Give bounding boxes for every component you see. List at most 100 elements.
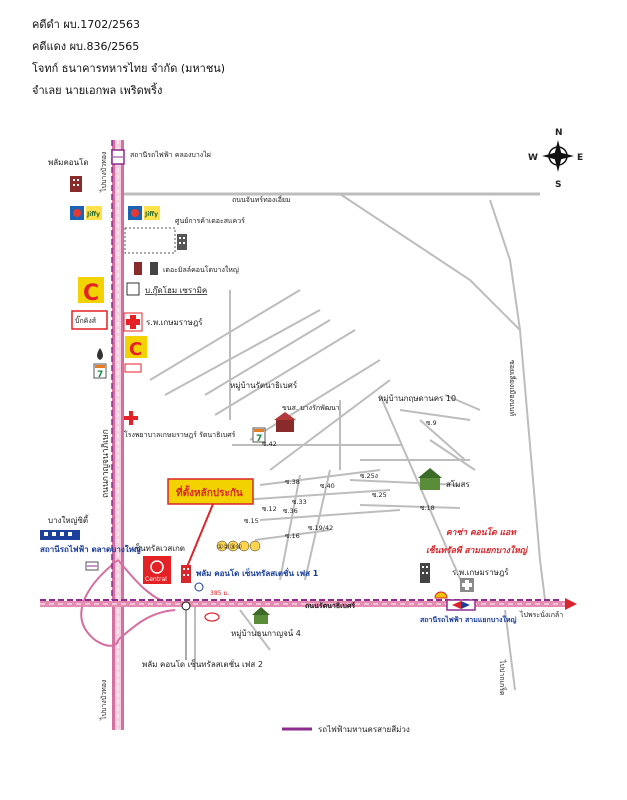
bangrak-school-icon	[274, 412, 296, 432]
central-logo-icon: Central	[143, 556, 171, 584]
bank-drop-icon	[97, 348, 103, 360]
bang-yai-city-label: บางใหญ่ซิตี้	[48, 514, 89, 525]
plum-condo-phase2-label: พลัม คอนโด เซ็นทรัลสเตชั่น เฟส 2	[142, 658, 263, 669]
purple-station-bangyai-icon	[40, 530, 80, 540]
central-westgate-label: เซ็นทรัลเวสเกต	[132, 543, 185, 553]
shell-icon	[434, 591, 448, 599]
phase-number-badges	[216, 540, 261, 552]
road-label-chan-thong-iam: ถนนจันทร์ทองเอี่ยม	[232, 195, 291, 204]
club-label: สโมสร	[446, 479, 470, 489]
purple-station-bangyai-market-label: สถานีรถไฟฟ้า ตลาดบางใหญ่	[40, 544, 141, 555]
compass-s: S	[555, 180, 561, 190]
soi-label: ซ.15	[244, 517, 259, 525]
casa-condo-label-2: เซ็นทรัลพี สามแยกบางใหญ่	[426, 544, 529, 556]
casa-condo-icon	[420, 563, 430, 583]
krisda-nakhon-village-label: หมู่บ้านกฤษดานคร 10	[378, 394, 456, 404]
purple-station-sam-yaek-label-1: สถานีรถไฟฟ้า สามแยกบางใหญ่	[420, 615, 517, 624]
case-red-number: คดีแดง ผบ.836/2565	[32, 40, 140, 53]
road-label-to-pak-kret: ไปปากเกร็ด	[498, 659, 507, 696]
purple-station-top-icon	[111, 149, 125, 165]
road-label-rattanathibet: ถนนรัตนาธิเบศร์	[305, 601, 355, 610]
phase2-marker-icon	[181, 601, 191, 611]
hospital-right-icon	[460, 578, 474, 592]
hospital-left-label: ร.พ.เกษมราษฎร์	[146, 317, 203, 327]
rattanathibet-village-label: หมู่บ้านรัตนาธิเบศร์	[230, 380, 298, 391]
seven-eleven-icon: 7	[93, 363, 107, 380]
svg-text:7: 7	[256, 434, 262, 444]
road-label-to-bang-bua-thong-top: ไปบางบัวทอง	[99, 152, 108, 193]
club-icon	[418, 468, 442, 490]
soi-label: ซ.25ง	[360, 472, 378, 480]
svg-text:C: C	[129, 339, 142, 360]
svg-text:C: C	[83, 281, 99, 306]
seven-eleven-center-icon: 7	[252, 427, 266, 444]
subject-property-box: ที่ตั้งหลักประกัน	[167, 478, 254, 505]
compass-n: N	[555, 128, 563, 138]
plum-condo-phase1-icon	[181, 565, 191, 583]
ceramic-label: บ.กู๊ดโฮม เซรามิค	[145, 285, 207, 296]
soi-label: ซ.25	[372, 491, 387, 499]
plum-condo-phase1-label: พลัม คอนโด เซ็นทรัลสเตชั่น เฟส 1	[196, 567, 319, 578]
shopping-center-icon	[177, 234, 187, 250]
dmark-condo-icon	[134, 262, 158, 275]
soi-label: ซ.36	[283, 507, 298, 515]
station-bangyai-icon	[85, 561, 99, 571]
casa-condo-label-1: คาซ่า คอนโด แอท	[446, 526, 517, 538]
soi-label: ซ.38	[285, 478, 300, 486]
plaintiff-line: โจทก์ ธนาคารทหารไทย จำกัด (มหาชน)	[32, 62, 226, 75]
rattanathibet-road	[40, 598, 577, 610]
ceramic-icon	[126, 282, 140, 296]
subject-pointer-line	[186, 503, 214, 568]
compass-e: E	[577, 153, 583, 163]
village-4-label: หมู่บ้านธนกาญจน์ 4	[231, 628, 301, 639]
svg-text:7: 7	[97, 370, 103, 380]
soi-label: ซ.16	[285, 532, 300, 540]
hospital-center-icon	[124, 411, 138, 425]
soi-label: ซ.9	[426, 419, 437, 427]
case-black-number: คดีดำ ผบ.1702/2563	[32, 18, 140, 31]
bigc-top-icon: C	[78, 277, 104, 306]
shopping-center-label: ศูนย์การค้าเดอะสแควร์	[175, 217, 245, 225]
defendant-line: จำเลย นายเอกพล เพริดพริ้ง	[32, 84, 163, 97]
soi-label: ซ.19/42	[308, 524, 333, 532]
compass-w: W	[528, 153, 538, 163]
soi-label: ซ.12	[262, 505, 277, 513]
plum-condo-top-icon	[70, 176, 82, 192]
shopping-center-outline	[124, 227, 176, 254]
ptt-jiffy-left-icon: Jiffy	[70, 206, 102, 220]
soi-label: ซ.18	[420, 504, 435, 512]
road-label-to-phra-nang-klao: ไปพระนั่งเกล้า	[519, 610, 563, 619]
bigc-bottom-icon: C	[125, 336, 147, 360]
subject-property-label: ที่ตั้งหลักประกัน	[176, 485, 243, 499]
svg-text:Jiffy: Jiffy	[144, 211, 158, 218]
bangrak-school-label: ขนส. บางรักพัฒนา	[282, 404, 340, 412]
svg-text:Jiffy: Jiffy	[86, 211, 100, 218]
transit-marker-icon	[194, 582, 204, 592]
honda-icon	[124, 363, 142, 373]
global-house-label: บิ๊กคิงส์	[75, 315, 97, 325]
local-roads	[123, 192, 546, 691]
soi-label: ซ.40	[320, 482, 335, 490]
svg-text:Central: Central	[145, 576, 167, 583]
global-house-icon	[71, 310, 108, 330]
school-kasem-label: โรงพยาบาลเกษมราษฎร์ รัตนาธิเบศร์	[124, 430, 236, 439]
plum-condo-top-label: พลัมคอนโด	[48, 157, 89, 167]
dmark-condo-label: เดอะมิลล์คอนโดบางใหญ่	[163, 265, 239, 274]
soi-label: ซ.42	[262, 440, 277, 448]
hospital-right-label: ร.พ.เกษมราษฎร์	[452, 567, 509, 577]
road-label-right-vertical: ซอยเลี่ยงเมืองนนท์	[508, 360, 517, 416]
road-label-kanchanaphisek: ถนนกาญจนาภิเษก	[101, 429, 111, 498]
purple-station-top-label: สถานีรถไฟฟ้า คลองบางไผ่	[130, 150, 211, 159]
hospital-left-icon	[123, 312, 143, 332]
village-4-icon	[252, 607, 270, 624]
legend-purple-line-label: รถไฟฟ้ามหานครสายสีม่วง	[318, 725, 410, 734]
distance-badge: 385 ม.	[210, 590, 229, 597]
road-label-to-bang-bua-thong-bottom: ไปบางบัวทอง	[99, 680, 108, 721]
purple-station-sam-yaek-icon	[446, 599, 476, 611]
ptt-jiffy-right-icon: Jiffy	[128, 206, 160, 220]
phase-numbers-label: ①②③④	[217, 543, 242, 551]
soi-label: ซ.33	[292, 498, 307, 506]
toyota-icon	[204, 612, 220, 622]
compass: N S E W	[528, 128, 583, 190]
